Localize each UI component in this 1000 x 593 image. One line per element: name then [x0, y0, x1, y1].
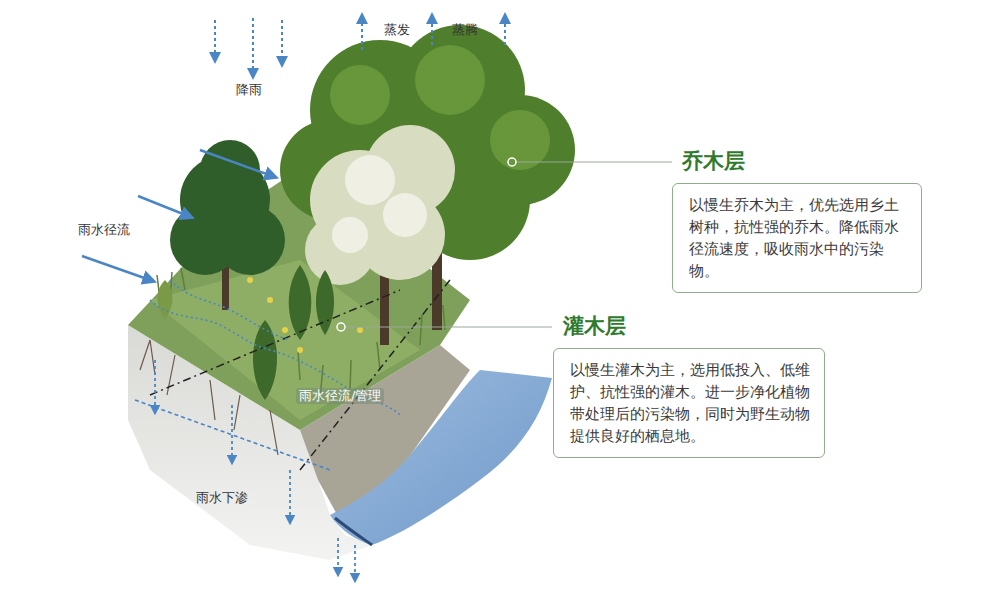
callout-node: 乔木层以慢生乔木为主，优先选用乡土树种，抗性强的乔木。降低雨水径流速度，吸收雨水… — [672, 148, 922, 293]
illustration-label: 雨水径流/管理 — [296, 388, 384, 404]
illustration-label: 蒸腾 — [452, 22, 478, 38]
description-text: 以慢生乔木为主，优先选用乡土树种，抗性强的乔木。降低雨水径流速度，吸收雨水中的污… — [689, 194, 907, 282]
illustration-label: 降雨 — [236, 82, 262, 98]
illustration-label: 雨水径流 — [78, 222, 130, 238]
description-text: 以慢生灌木为主，选用低投入、低维护、抗性强的灌木。进一步净化植物带处理后的污染物… — [570, 359, 810, 447]
layer-heading: 乔木层 — [682, 148, 922, 174]
callout-node: 灌木层以慢生灌木为主，选用低投入、低维护、抗性强的灌木。进一步净化植物带处理后的… — [553, 313, 825, 458]
illustration-label: 雨水下渗 — [196, 490, 248, 506]
description-box: 以慢生灌木为主，选用低投入、低维护、抗性强的灌木。进一步净化植物带处理后的污染物… — [553, 348, 825, 458]
description-box: 以慢生乔木为主，优先选用乡土树种，抗性强的乔木。降低雨水径流速度，吸收雨水中的污… — [672, 183, 922, 293]
layer-heading: 灌木层 — [563, 313, 825, 339]
illustration-label: 蒸发 — [384, 22, 410, 38]
